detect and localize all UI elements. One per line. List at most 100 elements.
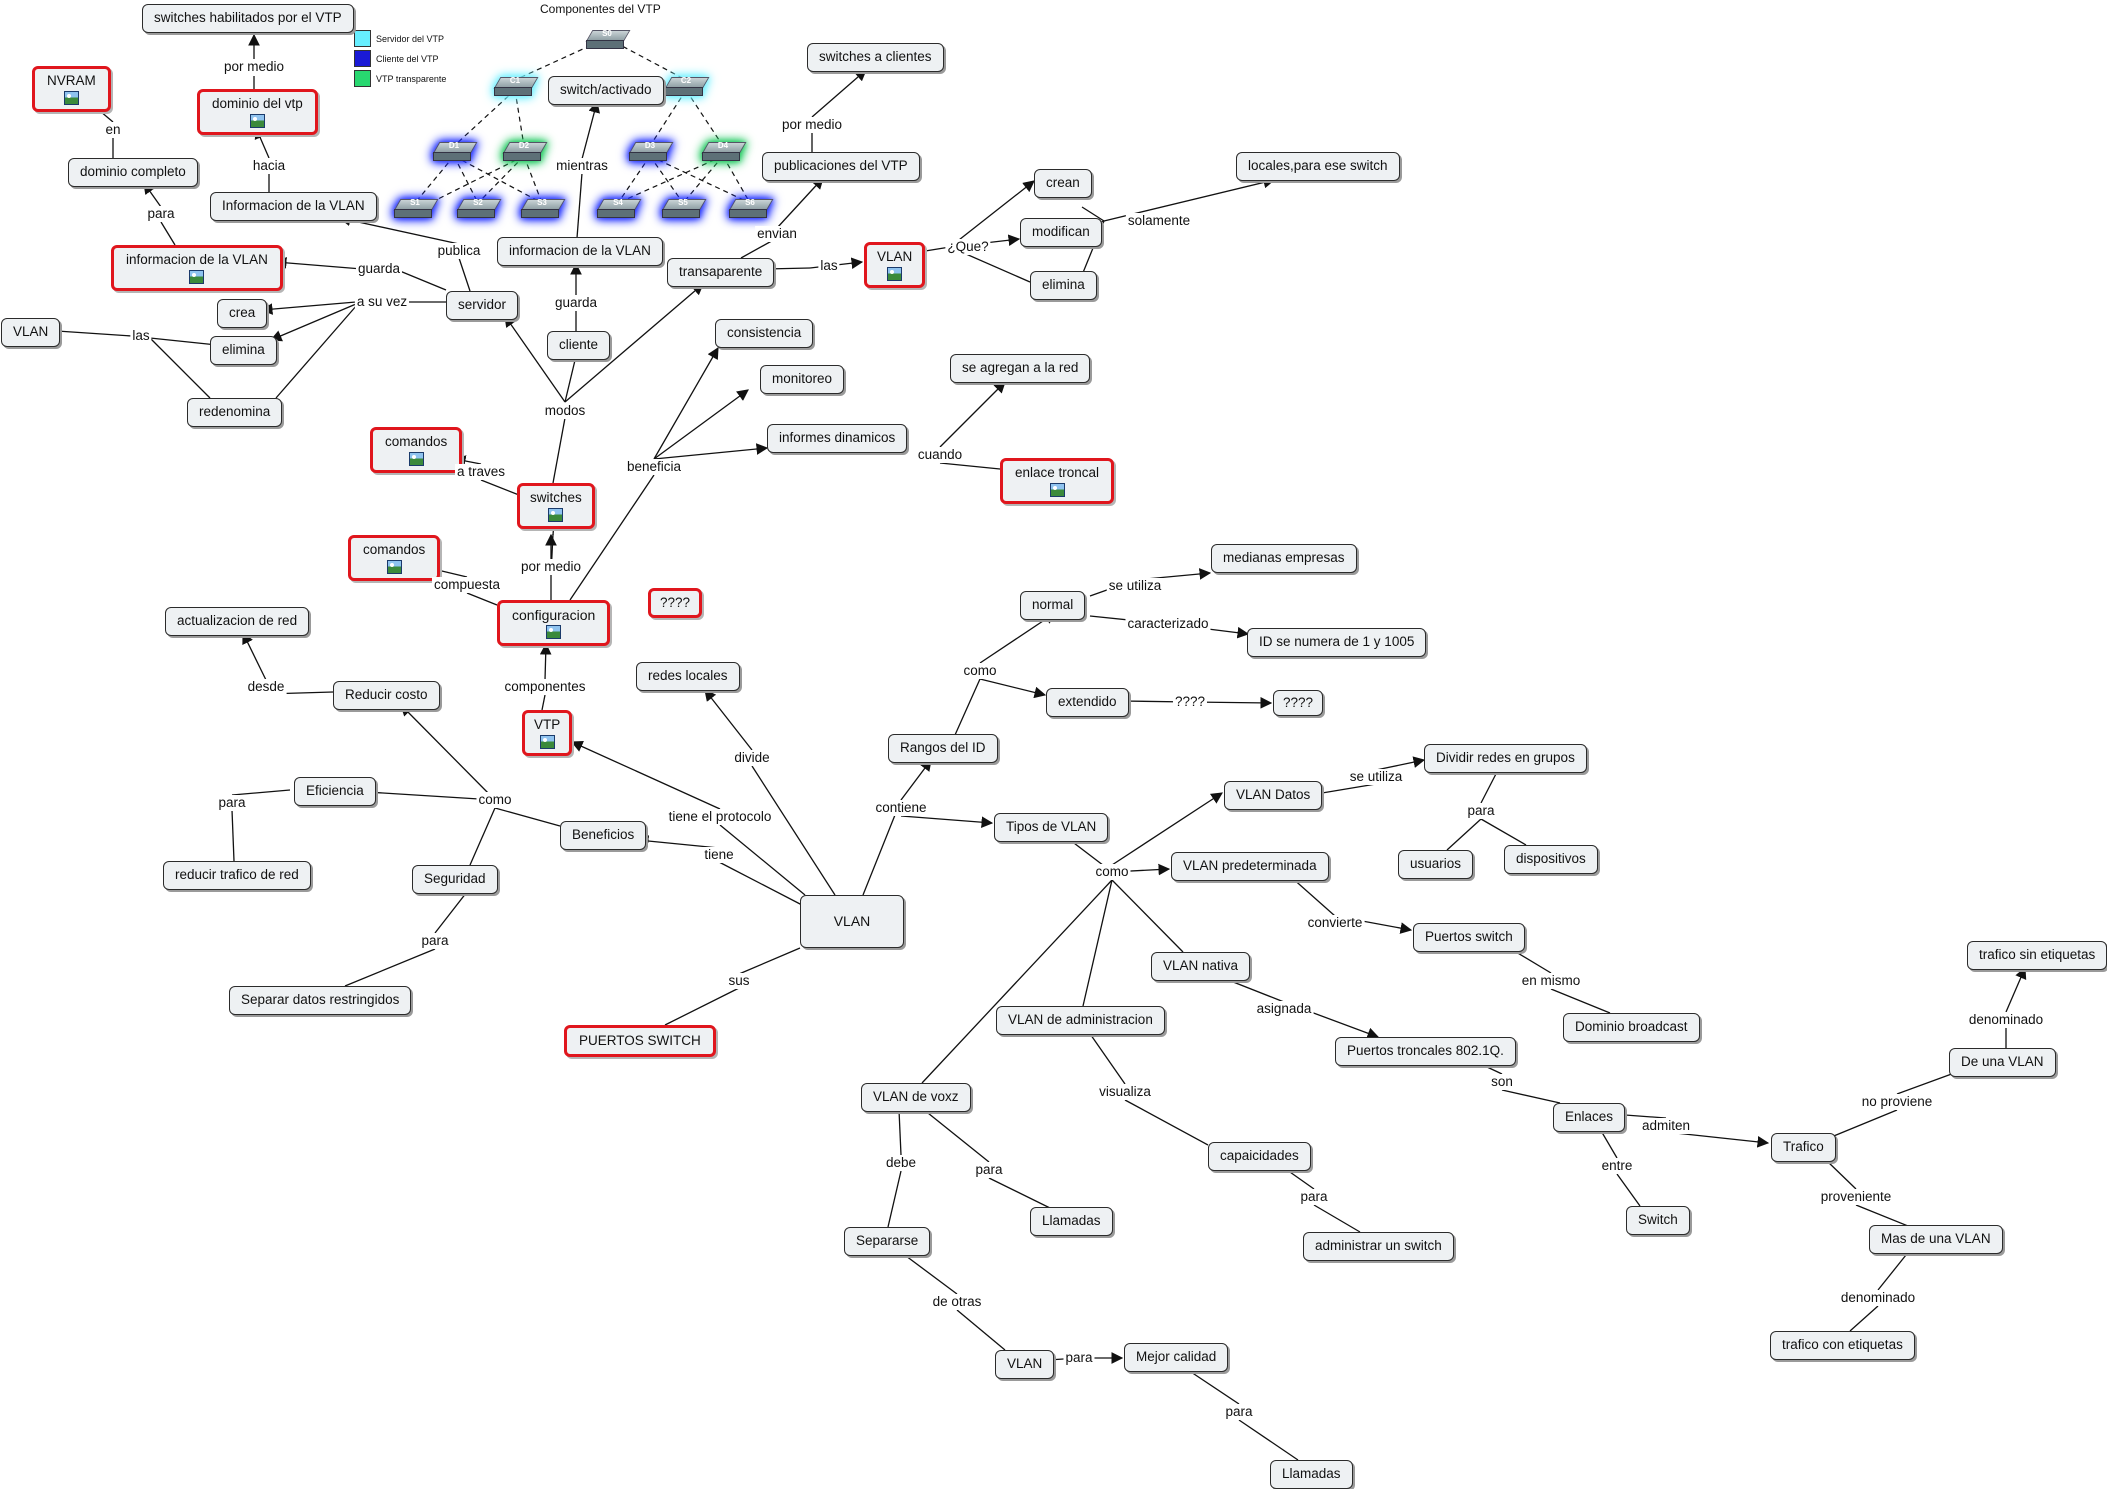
node-elimina-left[interactable]: elimina (210, 336, 277, 365)
switch-icon: D1 (432, 141, 478, 161)
link-label: compuesta (431, 577, 503, 593)
node-vtp-domain[interactable]: dominio del vtp (197, 89, 318, 135)
image-icon[interactable] (539, 735, 555, 749)
node-normal[interactable]: normal (1020, 591, 1086, 620)
node-crea-left[interactable]: crea (217, 299, 268, 328)
node-de-una-vlan[interactable]: De una VLAN (1949, 1048, 2056, 1077)
node-full-domain[interactable]: dominio completo (68, 158, 198, 187)
link-label: las (130, 328, 152, 344)
image-icon[interactable] (1049, 483, 1065, 497)
node-vtp-publications[interactable]: publicaciones del VTP (762, 152, 920, 181)
node-llamadas-2[interactable]: Llamadas (1270, 1460, 1353, 1489)
concept-link (1375, 756, 1426, 771)
concept-link (274, 257, 363, 270)
node-configuracion[interactable]: configuracion (497, 600, 611, 646)
node-nvram[interactable]: NVRAM (32, 66, 111, 112)
node-dominio-broadcast[interactable]: Dominio broadcast (1563, 1013, 1700, 1042)
image-icon[interactable] (63, 91, 79, 105)
node-mas-de-una-vlan[interactable]: Mas de una VLAN (1869, 1225, 2003, 1254)
node-id-numera[interactable]: ID se numera de 1 y 1005 (1247, 628, 1427, 657)
node-question-right[interactable]: ???? (1273, 690, 1324, 716)
node-beneficios[interactable]: Beneficios (560, 821, 647, 850)
node-separarse[interactable]: Separarse (844, 1227, 931, 1256)
node-llamadas-1[interactable]: Llamadas (1030, 1207, 1113, 1236)
node-vlan-administracion[interactable]: VLAN de administracion (996, 1006, 1165, 1035)
node-modifican[interactable]: modifican (1020, 218, 1102, 247)
node-separar-datos[interactable]: Separar datos restringidos (229, 986, 412, 1015)
node-puertos-switch[interactable]: PUERTOS SWITCH (564, 1025, 716, 1057)
node-dividir-redes[interactable]: Dividir redes en grupos (1424, 744, 1587, 773)
node-trafico[interactable]: Trafico (1771, 1133, 1836, 1162)
node-vlan-info-center[interactable]: informacion de la VLAN (497, 237, 663, 266)
node-trafico-etiquetas[interactable]: trafico con etiquetas (1770, 1331, 1915, 1360)
node-capacidades[interactable]: capaicidades (1208, 1142, 1311, 1171)
vtp-dashed-link (617, 155, 724, 204)
image-icon[interactable] (546, 625, 562, 639)
node-seguridad[interactable]: Seguridad (412, 865, 498, 894)
node-informes-dinamicos[interactable]: informes dinamicos (767, 424, 908, 453)
image-icon[interactable] (887, 267, 903, 281)
node-switches-a-clientes[interactable]: switches a clientes (807, 43, 944, 72)
node-actualizacion[interactable]: actualizacion de red (165, 607, 310, 636)
node-reducir-costo[interactable]: Reducir costo (333, 681, 440, 710)
image-icon[interactable] (249, 114, 265, 128)
link-label: debe (883, 1155, 919, 1171)
node-switches[interactable]: switches (517, 483, 595, 529)
node-enlaces[interactable]: Enlaces (1553, 1103, 1626, 1132)
node-redenomina[interactable]: redenomina (187, 398, 283, 427)
node-administrar-switch[interactable]: administrar un switch (1303, 1232, 1454, 1261)
link-label: por medio (221, 59, 287, 75)
node-vlan-bottom[interactable]: VLAN (995, 1350, 1055, 1379)
node-vlan-predeterminada[interactable]: VLAN predeterminada (1171, 852, 1329, 881)
node-vlan-center[interactable]: VLAN (800, 895, 904, 948)
node-switch-activado[interactable]: switch/activado (548, 76, 664, 105)
node-rangos-id[interactable]: Rangos del ID (888, 734, 998, 763)
node-comandos-top[interactable]: comandos (370, 427, 463, 473)
image-icon[interactable] (189, 270, 205, 284)
node-extendido[interactable]: extendido (1046, 688, 1129, 717)
concept-link (541, 694, 546, 711)
node-se-agregan[interactable]: se agregan a la red (950, 354, 1091, 383)
switch-icon: D2 (502, 141, 548, 161)
node-puertos-troncales[interactable]: Puertos troncales 802.1Q. (1335, 1037, 1516, 1066)
image-icon[interactable] (386, 560, 402, 574)
node-elimina-right[interactable]: elimina (1030, 271, 1097, 300)
node-monitoreo[interactable]: monitoreo (760, 365, 845, 394)
link-label: por medio (518, 559, 584, 575)
node-vtp-enabled-switches[interactable]: switches habilitados por el VTP (142, 4, 354, 33)
node-vlan-info-left[interactable]: informacion de la VLAN (111, 245, 283, 291)
node-trafico-sin-etiquetas[interactable]: trafico sin etiquetas (1967, 941, 2107, 970)
node-local-switch[interactable]: locales,para ese switch (1236, 152, 1400, 181)
node-redes-locales[interactable]: redes locales (636, 662, 740, 691)
node-vlan-right[interactable]: VLAN (864, 242, 926, 288)
node-comandos-mid[interactable]: comandos (348, 535, 441, 581)
node-crean[interactable]: crean (1034, 169, 1092, 198)
node-eficiencia[interactable]: Eficiencia (294, 777, 376, 806)
node-enlace-troncal[interactable]: enlace troncal (1000, 458, 1115, 504)
node-mejor-calidad[interactable]: Mejor calidad (1124, 1343, 1229, 1372)
node-vlan-datos[interactable]: VLAN Datos (1224, 781, 1323, 810)
node-tipos-vlan[interactable]: Tipos de VLAN (994, 813, 1109, 842)
node-dispositivos[interactable]: dispositivos (1504, 845, 1598, 874)
node-vlan-nativa[interactable]: VLAN nativa (1151, 952, 1251, 981)
node-reducir-trafico[interactable]: reducir trafico de red (163, 861, 311, 890)
node-switch[interactable]: Switch (1626, 1206, 1690, 1235)
node-vlan-left[interactable]: VLAN (1, 318, 61, 347)
concept-link (469, 807, 496, 866)
concept-link (1313, 1204, 1361, 1233)
node-cliente[interactable]: cliente (547, 331, 611, 360)
node-transparente[interactable]: transaparente (667, 258, 775, 287)
node-vlan-voz[interactable]: VLAN de voxz (861, 1083, 971, 1112)
image-icon[interactable] (548, 508, 564, 522)
node-vlan-info-top[interactable]: Informacion de la VLAN (210, 192, 377, 221)
concept-link (394, 268, 447, 291)
node-consistencia[interactable]: consistencia (715, 319, 814, 348)
node-medianas-empresas[interactable]: medianas empresas (1211, 544, 1357, 573)
node-question-mid[interactable]: ???? (648, 588, 703, 618)
node-usuarios[interactable]: usuarios (1398, 850, 1474, 879)
vtp-dashed-link (414, 155, 455, 204)
node-vtp[interactable]: VTP (522, 710, 573, 756)
node-servidor[interactable]: servidor (446, 291, 519, 320)
node-puertos-switch-right[interactable]: Puertos switch (1413, 923, 1525, 952)
image-icon[interactable] (408, 452, 424, 466)
